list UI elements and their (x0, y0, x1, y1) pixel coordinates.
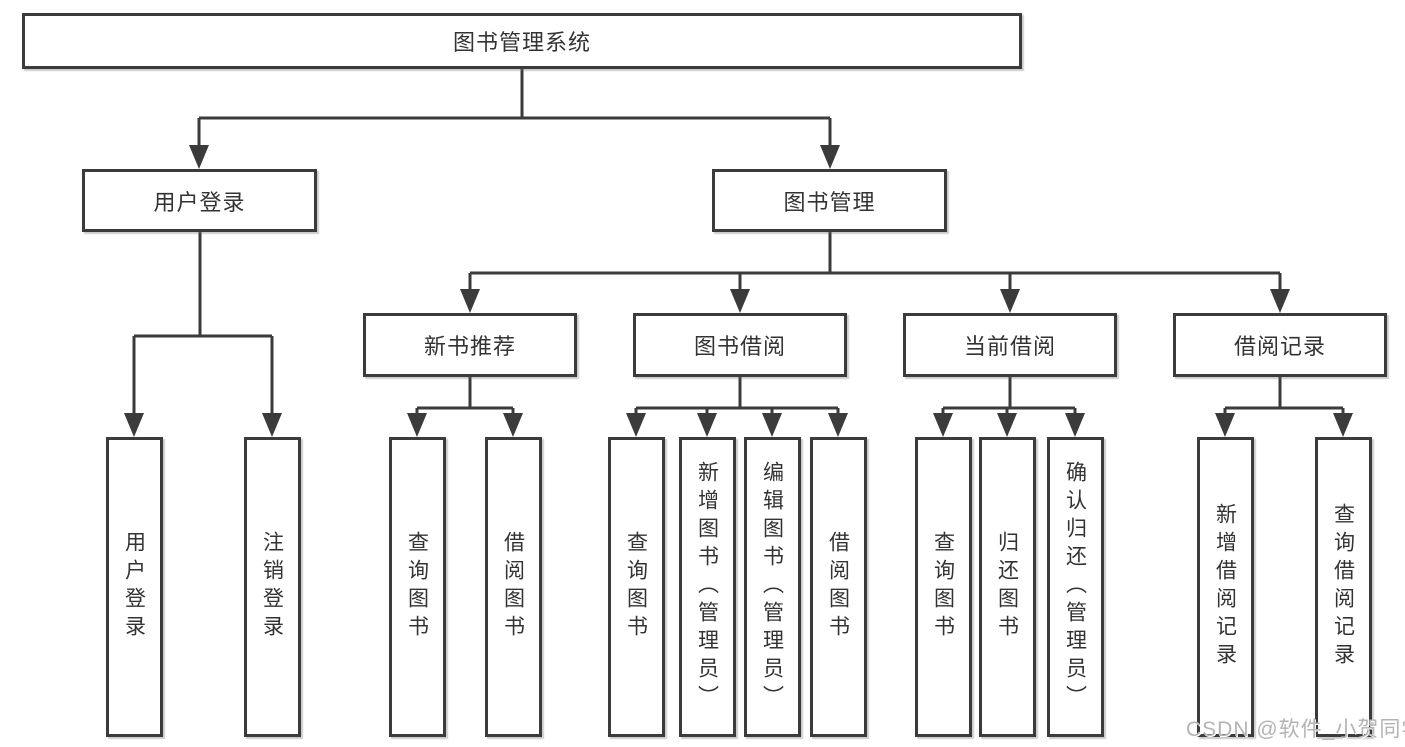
leaf-query-borrow-record: 查询借阅记录 (1314, 437, 1372, 737)
arrowhead (1000, 289, 1020, 313)
node-borrow-records: 借阅记录 (1173, 313, 1387, 377)
arrowhead (189, 145, 209, 169)
leaf-add-borrow-record: 新增借阅记录 (1196, 437, 1254, 737)
arrowhead (407, 413, 427, 437)
arrowhead (626, 413, 646, 437)
leaf-return-books: 归还图书 (978, 437, 1036, 737)
arrowhead (262, 413, 282, 437)
arrowhead (828, 413, 848, 437)
node-user-login: 用户登录 (82, 169, 317, 232)
watermark: CSDN @软件_小贺同学 (1186, 718, 1405, 741)
leaf-borrow-books-2: 借阅图书 (809, 437, 867, 737)
node-current-borrow: 当前借阅 (903, 313, 1117, 377)
arrowhead (762, 413, 782, 437)
node-new-book-recommend: 新书推荐 (363, 313, 577, 377)
arrowhead (1215, 413, 1235, 437)
leaf-query-books-3: 查询图书 (914, 437, 972, 737)
node-root: 图书管理系统 (22, 13, 1022, 69)
arrowhead (503, 413, 523, 437)
arrowhead (1065, 413, 1085, 437)
leaf-logout: 注销登录 (243, 437, 301, 737)
arrowhead (697, 413, 717, 437)
leaf-user-login: 用户登录 (105, 437, 163, 737)
leaf-query-books-2: 查询图书 (607, 437, 665, 737)
arrowhead (124, 413, 144, 437)
arrowhead (933, 413, 953, 437)
leaf-edit-books-admin: 编辑图书（管理员） (743, 437, 801, 737)
arrowhead (460, 289, 480, 313)
arrowhead (997, 413, 1017, 437)
node-book-borrow: 图书借阅 (633, 313, 847, 377)
arrowhead (730, 289, 750, 313)
arrowhead (1270, 289, 1290, 313)
leaf-confirm-return-admin: 确认归还（管理员） (1046, 437, 1104, 737)
node-book-management: 图书管理 (712, 169, 947, 232)
leaf-query-books-1: 查询图书 (388, 437, 446, 737)
leaf-add-books-admin: 新增图书（管理员） (678, 437, 736, 737)
leaf-borrow-books-1: 借阅图书 (484, 437, 542, 737)
arrowhead (1333, 413, 1353, 437)
arrowhead (820, 145, 840, 169)
